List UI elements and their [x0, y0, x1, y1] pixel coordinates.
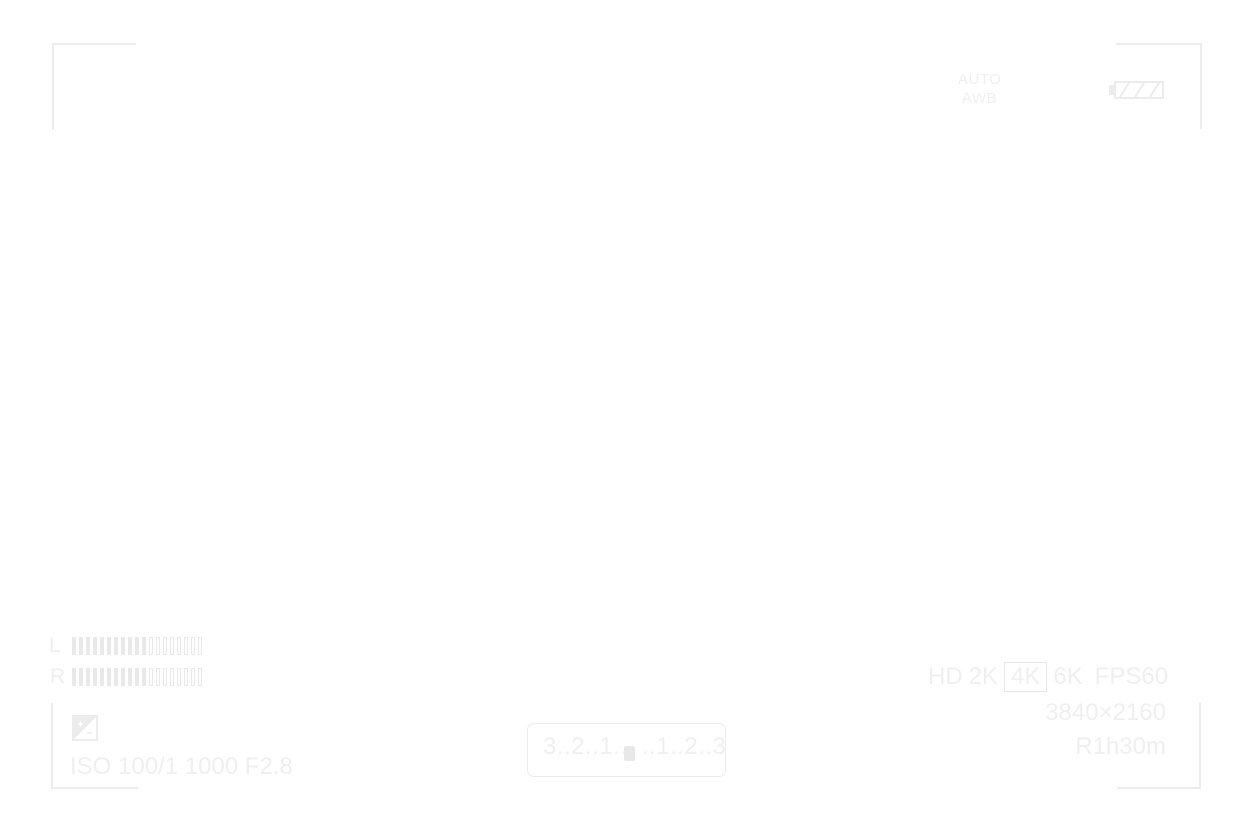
res-option-hd[interactable]: HD — [928, 663, 963, 690]
wb-mode-label: AUTO — [958, 71, 1002, 88]
audio-meter-segment — [72, 668, 76, 686]
audio-meter-segment — [128, 668, 132, 686]
audio-meter-segment — [121, 637, 125, 655]
audio-meter-segment — [177, 668, 181, 686]
audio-meter-segment — [114, 668, 118, 686]
audio-meter-segment — [135, 637, 139, 655]
res-option-4k[interactable]: 4K — [1004, 662, 1048, 692]
audio-meter-segment — [198, 668, 202, 686]
audio-meter-segment — [86, 637, 90, 655]
audio-meter-segment — [135, 668, 139, 686]
wb-label: AWB — [962, 90, 998, 107]
audio-channel-left-label: L — [49, 634, 61, 657]
audio-meter-segment — [163, 637, 167, 655]
audio-meter-segment — [114, 637, 118, 655]
audio-meter-left — [72, 637, 202, 655]
audio-meter-segment — [156, 637, 160, 655]
res-option-6k[interactable]: 6K — [1053, 663, 1083, 690]
audio-meter-segment — [191, 668, 195, 686]
audio-meter-segment — [79, 668, 83, 686]
audio-meter-segment — [177, 637, 181, 655]
audio-meter-segment — [191, 637, 195, 655]
audio-meter-segment — [142, 668, 146, 686]
audio-meter-segment — [100, 637, 104, 655]
res-option-2k[interactable]: 2K — [968, 663, 999, 690]
frame-dimensions: 3840×2160 — [1045, 699, 1166, 726]
audio-meter-segment — [79, 637, 83, 655]
exposure-scale — [527, 723, 726, 777]
resolution-selector: HD 2K 4K 6K FPS60 — [928, 661, 1168, 693]
audio-meter-segment — [93, 668, 97, 686]
audio-meter-segment — [128, 637, 132, 655]
audio-meter-segment — [149, 668, 153, 686]
audio-meter-segment — [156, 668, 160, 686]
audio-meter-segment — [93, 637, 97, 655]
audio-meter-segment — [184, 668, 188, 686]
audio-meter-right — [72, 668, 202, 686]
audio-meter-segment — [121, 668, 125, 686]
audio-meter-segment — [170, 637, 174, 655]
fps-label: FPS60 — [1094, 663, 1169, 690]
exposure-scale-marker — [624, 746, 635, 761]
recording-time-remaining: R1h30m — [1075, 733, 1166, 760]
audio-meter-segment — [86, 668, 90, 686]
audio-meter-segment — [149, 637, 153, 655]
exposure-settings-readout: ISO 100/1 1000 F2.8 — [70, 753, 293, 780]
audio-meter-segment — [163, 668, 167, 686]
audio-meter-segment — [142, 637, 146, 655]
audio-meter-segment — [170, 668, 174, 686]
audio-meter-segment — [72, 637, 76, 655]
audio-meter-segment — [184, 637, 188, 655]
audio-channel-right-label: R — [50, 665, 66, 688]
audio-meter-segment — [107, 637, 111, 655]
audio-meter-segment — [198, 637, 202, 655]
audio-meter-segment — [100, 668, 104, 686]
exposure-compensation-icon — [72, 715, 98, 741]
audio-meter-segment — [107, 668, 111, 686]
